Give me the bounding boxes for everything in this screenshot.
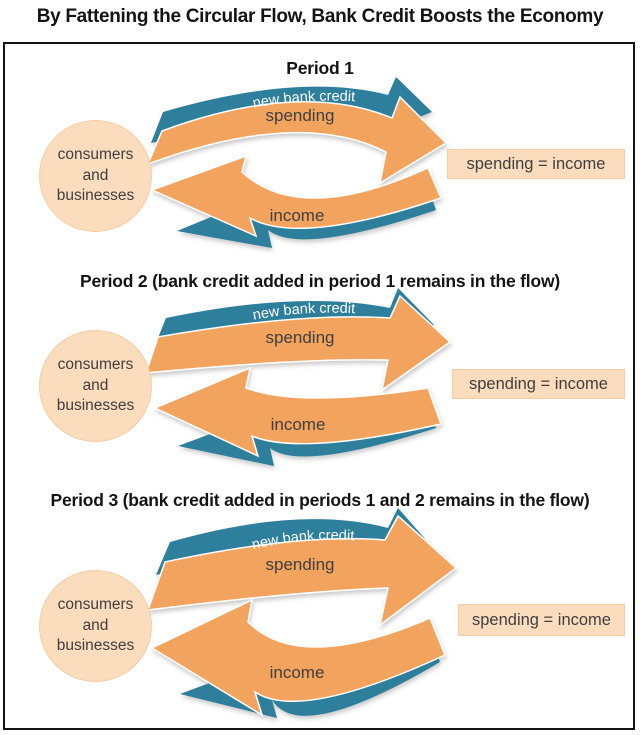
p2-income-arrow [153,366,442,458]
p2-income-label: income [271,415,326,434]
p1-income-label: income [270,206,325,225]
p3-income-label: income [270,663,325,682]
p3-income-arrow [150,598,446,717]
p2-spending-label: spending [265,328,334,347]
p3-spending-arrow [146,514,458,627]
p1-income-arrow [149,154,443,238]
p2-node-label: consumers and businesses [56,355,135,415]
p2-equation-box: spending = income [452,369,625,399]
p3-equation-box: spending = income [458,604,625,636]
p1-equation-label: spending = income [466,154,606,173]
p2-equation-label: spending = income [469,374,608,393]
diagram-title: By Fattening the Circular Flow, Bank Cre… [36,6,604,27]
p3-equation-label: spending = income [472,610,611,629]
period-1-heading: Period 1 [286,58,354,78]
p3-spending-label: spending [265,555,334,574]
p1-credit-return-arrow [177,182,436,248]
p1-spending-arrow [146,95,448,185]
p1-equation-box: spending = income [447,149,625,179]
p1-node-label: consumers and businesses [56,145,135,205]
p3-node-label: consumers and businesses [56,595,135,655]
p3-consumers-businesses-node: consumers and businesses [39,570,152,682]
p2-spending-arrow [144,294,452,392]
p1-consumers-businesses-node: consumers and businesses [39,120,152,232]
period-3-heading: Period 3 (bank credit added in periods 1… [50,490,590,510]
p2-consumers-businesses-node: consumers and businesses [39,330,152,442]
p1-spending-label: spending [265,106,334,125]
period-2-heading: Period 2 (bank credit added in period 1 … [79,271,561,291]
